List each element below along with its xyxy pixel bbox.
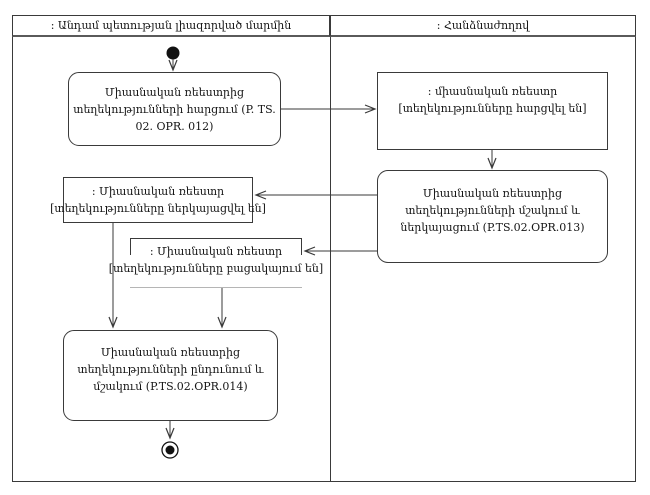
action-label-line: տեղեկությունների ընդունում և [77, 363, 264, 376]
object-label-line: : Միասնական ռեեստր [91, 185, 225, 198]
lane-header-label: : Անդամ պետության լիազորված մարմին [50, 19, 292, 32]
lane-header-label: : Հանձնաժողով [436, 19, 530, 32]
action-label-line: Միասնական ռեեստրից [422, 187, 563, 200]
object-label-line: : միասնական ռեեստր [427, 85, 558, 98]
action-label-line: Միասնական ռեեստրից [100, 346, 241, 359]
action-node-request-information: Միասնական ռեեստրից տեղեկությունների հարց… [68, 72, 281, 146]
action-label-line: տեղեկությունների մշակում և [405, 204, 580, 217]
action-label-line: 02. OPR. 012) [135, 119, 214, 133]
action-label-line: տեղեկությունների հարցում (P. TS. [73, 102, 276, 116]
action-label-line: Միասնական ռեեստրից [104, 85, 245, 99]
action-label-line: ներկայացում (P.TS.02.OPR.013) [400, 221, 585, 234]
lane-header-member-state-authority: : Անդամ պետության լիազորված մարմին [12, 15, 330, 37]
action-node-process-and-present: Միասնական ռեեստրից տեղեկությունների մշակ… [377, 170, 608, 263]
object-state-line: [տեղեկությունները հարցվել են] [398, 102, 587, 115]
action-label-line: մշակում (P.TS.02.OPR.014) [93, 380, 248, 393]
object-state-line: [տեղեկությունները բացակայում են] [108, 262, 324, 275]
object-node-register-requested: : միասնական ռեեստր [տեղեկությունները հար… [377, 72, 608, 150]
lane-header-commission: : Հանձնաժողով [330, 15, 636, 37]
lane-divider [330, 37, 331, 482]
bracket-corner-right [301, 238, 302, 255]
action-node-receive-and-process: Միասնական ռեեստրից տեղեկությունների ընդո… [63, 330, 278, 421]
object-node-register-presented: : Միասնական ռեեստր [տեղեկությունները ներ… [50, 177, 266, 223]
bracket-corner-left [130, 238, 131, 255]
object-node-register-absent: : Միասնական ռեեստր [տեղեկությունները բաց… [109, 238, 323, 288]
object-label-line: : Միասնական ռեեստր [149, 245, 283, 258]
object-state-line: [տեղեկությունները ներկայացվել են] [50, 202, 266, 215]
